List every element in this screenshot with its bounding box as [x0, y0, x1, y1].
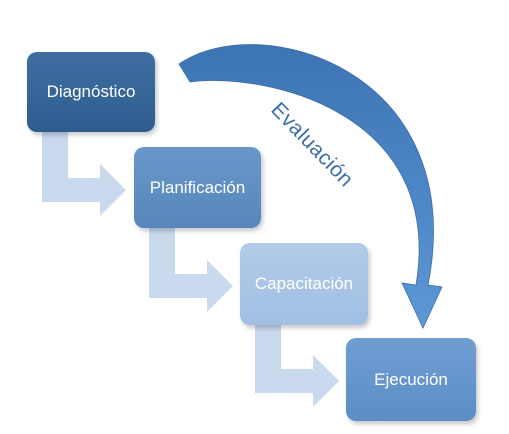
step-label: Planificación — [149, 177, 246, 197]
connector-arrow-3 — [255, 325, 339, 407]
step-diagnostico: Diagnóstico — [27, 52, 155, 132]
step-label: Diagnóstico — [46, 82, 136, 101]
step-capacitacion: Capacitación — [240, 243, 368, 325]
step-label: Ejecución — [374, 369, 448, 389]
curved-arrow-shape — [178, 44, 443, 329]
connector-arrow-2 — [149, 228, 233, 312]
step-ejecucion: Ejecución — [346, 338, 476, 421]
step-planificacion: Planificación — [134, 147, 261, 228]
connector-arrow-1 — [42, 132, 126, 216]
step-label: Capacitación — [254, 274, 354, 293]
